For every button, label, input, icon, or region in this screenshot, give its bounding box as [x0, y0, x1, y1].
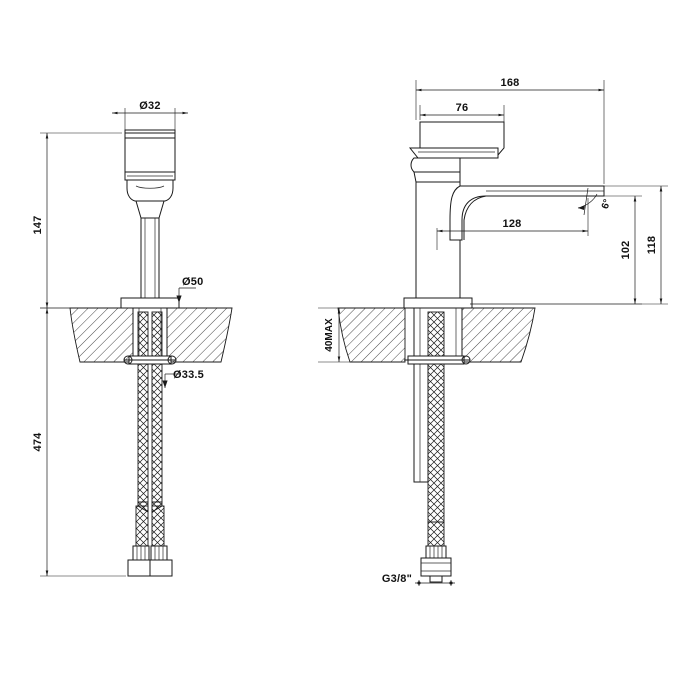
dim-d50: Ø50 [176, 276, 203, 303]
faucet-body-side [403, 121, 605, 363]
dim-label-w168: 168 [501, 77, 520, 89]
dim-label-h102: 102 [620, 241, 632, 260]
dim-label-h474: 474 [32, 432, 44, 452]
dim-label-w128: 128 [503, 218, 522, 230]
dim-h474: 474 [32, 307, 126, 577]
mounting-nut-front [123, 355, 177, 365]
countertop-section-side [337, 307, 536, 363]
dim-d335: Ø33.5 [162, 369, 204, 388]
dim-label-w76: 76 [456, 102, 469, 114]
dim-d32: Ø32 [112, 100, 188, 132]
dim-label-d335: Ø33.5 [173, 369, 204, 381]
dim-label-d50: Ø50 [182, 276, 203, 288]
dim-label-a6: 6° [600, 198, 613, 210]
faucet-body-front [120, 129, 180, 363]
side-view: 168 76 128 6° 102 [318, 77, 668, 586]
dim-label-t40: 40MAX [324, 318, 335, 352]
dim-w168: 168 [415, 77, 605, 184]
countertop-section-front [69, 307, 233, 363]
dim-h118: 118 [470, 185, 668, 305]
dim-label-d32: Ø32 [139, 100, 160, 112]
dim-w76: 76 [419, 102, 505, 146]
dim-label-h147: 147 [32, 216, 44, 235]
front-view: Ø32 147 474 Ø50 Ø33.5 [32, 100, 233, 577]
flexible-hoses-front [135, 311, 165, 547]
mounting-nut-side [404, 355, 471, 365]
dim-label-thread: G3/8" [382, 573, 412, 585]
dim-w128: 128 [436, 198, 589, 250]
dim-thread: G3/8" [382, 573, 455, 586]
hose-fittings-front [127, 545, 173, 577]
hose-end-fitting-side [420, 545, 452, 583]
dim-label-h118: 118 [646, 236, 658, 254]
dim-a6: 6° [577, 187, 613, 216]
dim-t40: 40MAX [318, 307, 352, 363]
